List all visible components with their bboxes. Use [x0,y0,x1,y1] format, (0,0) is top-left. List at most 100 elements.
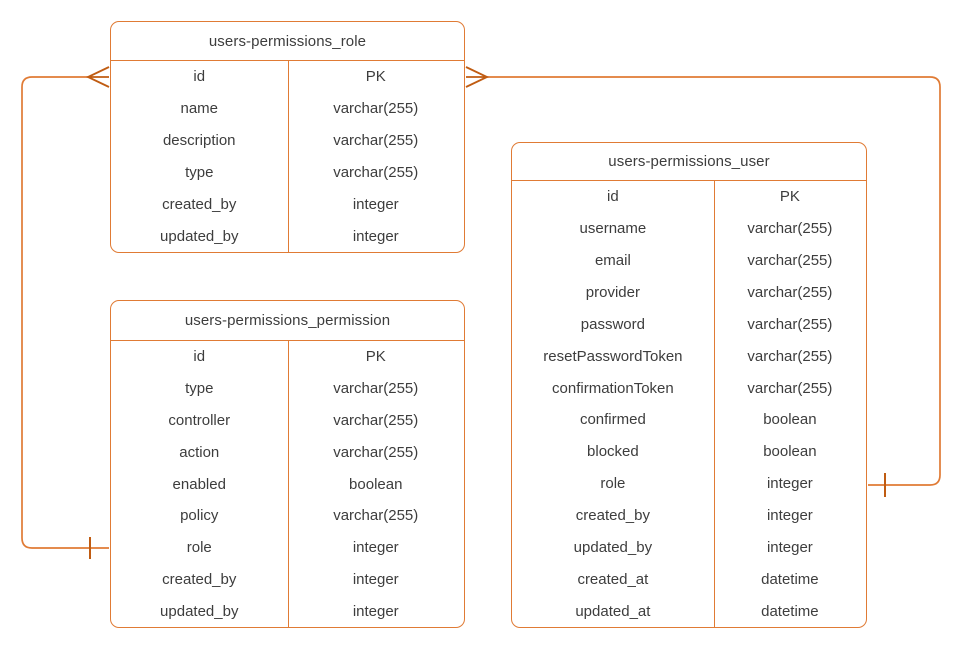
field-name: updated_by [160,227,239,245]
table-row: name varchar(255) [111,93,464,125]
field-type: PK [365,348,386,366]
table-row: created_by integer [111,563,464,595]
field-name: password [580,315,645,333]
field-type: varchar(255) [333,443,419,461]
entity-table-users-permissions-permission: users-permissions_permission id PK type … [110,300,465,628]
table-row: created_by integer [111,188,464,220]
table-row: role integer [512,468,866,500]
relationship-role-permission [21,66,110,559]
field-type: integer [766,475,813,493]
field-type: varchar(255) [333,100,419,118]
table-row: id PK [512,181,866,213]
field-name: id [193,348,206,366]
field-name: name [180,100,219,118]
relationship-role-user-line [487,76,941,486]
field-name: role [600,475,626,493]
entity-title: users-permissions_role [111,22,464,61]
field-name: updated_by [573,538,653,556]
field-name: description [162,132,236,150]
field-name: id [193,68,206,86]
field-type: integer [352,602,399,620]
field-name: updated_at [575,602,651,620]
table-row: updated_at datetime [512,595,866,627]
entity-table-users-permissions-user: users-permissions_user id PK username va… [511,142,867,628]
field-name: created_at [577,570,649,588]
table-row: id PK [111,61,464,93]
field-type: varchar(255) [333,132,419,150]
field-type: varchar(255) [747,379,833,397]
entity-field-list: id PK name varchar(255) description varc… [111,61,464,252]
table-row: blocked boolean [512,436,866,468]
table-row: id PK [111,341,464,373]
field-name: blocked [587,443,639,461]
field-name: provider [585,284,640,301]
field-type: datetime [761,602,819,620]
table-row: description varchar(255) [111,125,464,157]
field-type: PK [365,68,386,86]
table-row: controller varchar(255) [111,405,464,437]
entity-title: users-permissions_user [512,143,866,181]
field-name: type [185,163,214,181]
table-row: created_at datetime [512,563,866,595]
field-name: confirmationToken [552,379,674,397]
relationship-role-user [465,66,941,497]
table-row: policy varchar(255) [111,500,464,532]
field-type: varchar(255) [333,380,419,398]
table-row: username varchar(255) [512,213,866,245]
field-type: datetime [761,570,819,588]
field-name: updated_by [160,602,239,620]
field-name: resetPasswordToken [543,347,683,365]
field-name: type [185,380,214,398]
field-type: varchar(255) [747,252,833,270]
field-name: confirmed [579,411,646,429]
entity-field-list: id PK type varchar(255) controller varch… [111,341,464,627]
table-row: password varchar(255) [512,308,866,340]
field-type: integer [766,538,813,556]
field-type: varchar(255) [747,220,833,238]
field-type: varchar(255) [333,411,419,429]
relationship-role-permission-line [21,76,109,549]
table-row: enabled boolean [111,468,464,500]
field-type: PK [779,188,800,206]
table-row: updated_by integer [512,531,866,563]
table-row: created_by integer [512,500,866,532]
field-type: integer [352,195,399,213]
table-row: resetPasswordToken varchar(255) [512,340,866,372]
field-type: boolean [349,475,403,493]
field-type: integer [352,227,399,245]
field-type: varchar(255) [333,163,419,181]
field-name: id [607,188,619,206]
table-row: type varchar(255) [111,373,464,405]
field-type: integer [766,507,813,525]
field-type: boolean [763,443,817,461]
field-name: action [179,443,220,461]
field-name: username [579,220,647,238]
table-row: confirmationToken varchar(255) [512,372,866,404]
table-row: action varchar(255) [111,436,464,468]
field-name: policy [180,507,219,525]
field-name: created_by [162,570,237,588]
field-type: integer [352,539,399,557]
field-name: created_by [575,507,650,525]
crow-foot-many-icon [465,66,490,88]
table-row: role integer [111,532,464,564]
entity-field-list: id PK username varchar(255) email varcha… [512,181,866,627]
field-type: integer [352,570,399,588]
table-row: updated_by integer [111,595,464,627]
field-name: controller [168,411,231,429]
table-row: type varchar(255) [111,156,464,188]
field-type: varchar(255) [747,284,833,301]
field-type: varchar(255) [747,315,833,333]
field-name: role [186,539,212,557]
field-name: enabled [172,475,226,493]
entity-title: users-permissions_permission [111,301,464,341]
table-row: email varchar(255) [512,245,866,277]
field-type: varchar(255) [747,347,833,365]
field-name: email [594,252,631,270]
crow-foot-many-icon [85,66,110,88]
field-type: boolean [763,411,817,429]
entity-table-users-permissions-role: users-permissions_role id PK name varcha… [110,21,465,253]
field-type: varchar(255) [333,507,419,525]
